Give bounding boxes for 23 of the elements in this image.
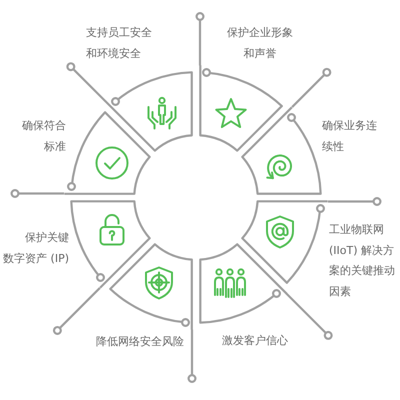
segment-label: 降低网络安全风险 [96,334,184,350]
ring-segment [104,71,194,152]
leader-line [291,68,332,108]
ring-segment [241,106,322,195]
segment-label: 支持员工安全和环境安全 [86,25,153,62]
ring-segment [109,242,194,331]
ring-segment [198,64,283,152]
leader-line [286,292,333,340]
segment-label: 保护企业形象和声誉 [226,25,294,62]
leader-line [328,197,382,206]
segment-label: 确保业务连续性 [322,118,378,155]
ring-segment [70,200,151,290]
leader-line [66,62,106,102]
leader-line [10,189,64,198]
ring-segment [198,242,288,324]
segment-label: 保护关键数字资产 (IP) [2,230,69,267]
segment-label: 工业物联网 (IIoT) 解决方案的关键推动因素 [329,222,396,300]
segment-label: 确保符合标准 [21,118,66,155]
leader-line [52,287,101,335]
ring-segment [241,200,330,284]
segment-label: 激发客户信心 [222,333,288,349]
leader-line [196,12,204,66]
leader-line [188,329,196,383]
